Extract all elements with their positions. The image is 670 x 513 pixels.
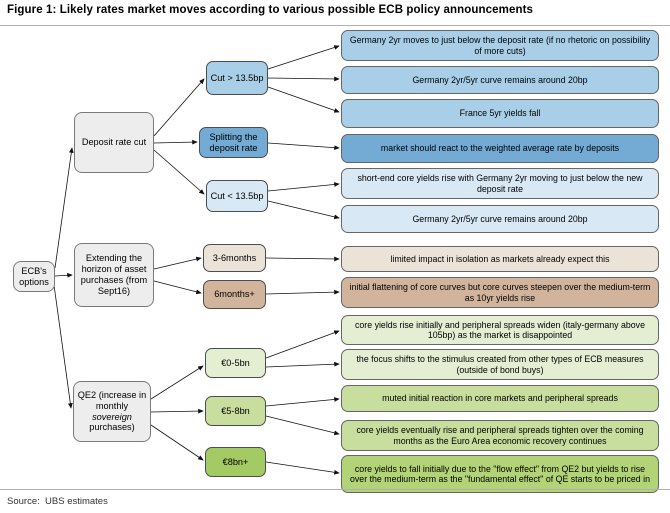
- outcome-box-11: muted initial reaction in core markets a…: [341, 385, 659, 412]
- node-splitting-deposit-rate: Splitting the deposit rate: [199, 127, 268, 158]
- footer-divider-line: [0, 489, 670, 490]
- node-cut-gt-13-5bp: Cut > 13.5bp: [206, 61, 268, 95]
- node-deposit-rate-cut: Deposit rate cut: [74, 112, 154, 173]
- figure-title: Figure 1: Likely rates market moves acco…: [7, 4, 534, 16]
- outcome-box-2: Germany 2yr/5yr curve remains around 20b…: [341, 66, 659, 94]
- node-cut-lt-13-5bp: Cut < 13.5bp: [206, 180, 268, 212]
- node-eur-8bn-plus: €8bn+: [205, 447, 266, 477]
- outcome-box-7: limited impact in isolation as markets a…: [341, 246, 659, 272]
- outcome-box-9: core yields rise initially and periphera…: [341, 315, 659, 345]
- node-qe2: QE2 (increase in monthly sovereign purch…: [73, 381, 151, 442]
- node-eur-0-5bn: €0-5bn: [205, 348, 266, 378]
- outcome-box-3: France 5yr yields fall: [341, 99, 659, 128]
- outcome-box-6: Germany 2yr/5yr curve remains around 20b…: [341, 205, 659, 233]
- source-attribution: Source: UBS estimates: [7, 496, 108, 507]
- outcome-box-10: the focus shifts to the stimulus created…: [341, 349, 659, 380]
- node-6months-plus: 6months+: [203, 280, 266, 309]
- outcome-box-1: Germany 2yr moves to just below the depo…: [341, 30, 659, 61]
- node-eur-5-8bn: €5-8bn: [205, 396, 266, 426]
- outcome-box-4: market should react to the weighted aver…: [341, 134, 659, 163]
- title-divider-line: [0, 25, 670, 26]
- outcome-box-5: short-end core yields rise with Germany …: [341, 168, 659, 199]
- outcome-box-8: initial flattening of core curves but co…: [341, 277, 659, 308]
- outcome-box-12: core yields eventually rise and peripher…: [341, 420, 659, 451]
- node-3-6months: 3-6months: [203, 244, 266, 272]
- outcome-box-13: core yields to fall initially due to the…: [341, 455, 659, 493]
- node-ecb-options: ECB's options: [13, 261, 55, 292]
- node-extending-horizon: Extending the horizon of asset purchases…: [74, 243, 154, 307]
- node-qe2-label: QE2 (increase in monthly sovereign purch…: [77, 389, 147, 433]
